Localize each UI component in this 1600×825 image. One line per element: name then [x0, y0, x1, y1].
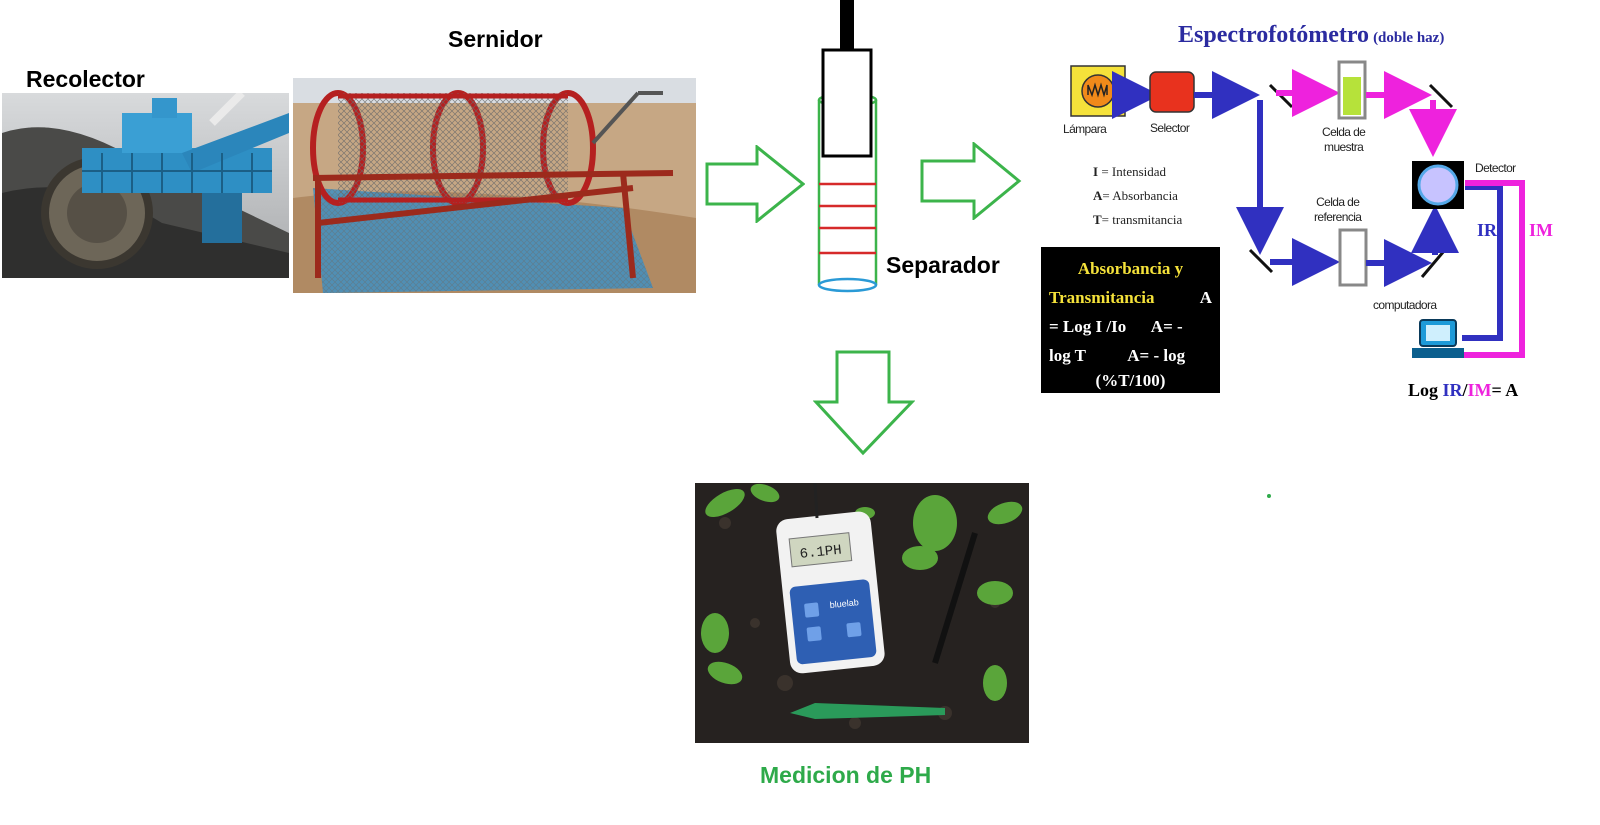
selector-label: Selector [1150, 121, 1190, 135]
separador-label: Separador [886, 252, 1000, 278]
box-line4: (%T/100) [1095, 371, 1166, 390]
log-formula: Log IR/IM= A [1408, 380, 1518, 401]
box-line1: Transmitancia A [1049, 283, 1212, 312]
ph-brand-text: bluelab [829, 597, 859, 610]
detector-label: Detector [1475, 161, 1516, 175]
legend-absorbancia: A= Absorbancia [1093, 188, 1178, 203]
green-dot [1267, 494, 1271, 498]
sernidor-photo [293, 78, 696, 293]
recolector-photo [2, 93, 289, 278]
computadora-label: computadora [1373, 298, 1437, 312]
separador-tube-diagram [817, 0, 878, 293]
legend-intensidad: I = Intensidad [1093, 164, 1167, 179]
celda-muestra-label: Celda de muestra [1322, 125, 1366, 155]
log-formula-post: = A [1491, 380, 1519, 400]
box-heading2: Transmitancia [1049, 288, 1155, 307]
lampara-label: Lámpara [1063, 122, 1107, 136]
im-label: IM [1529, 220, 1553, 240]
sernidor-label: Sernidor [448, 26, 543, 52]
celda-ref-line2: referencia [1314, 210, 1362, 224]
absorbancia-box: Absorbancia y Transmitancia A = Log I /I… [1041, 247, 1220, 393]
spectro-title-main: Espectrofotómetro [1178, 22, 1370, 48]
box-line3: log T A= - log [1049, 346, 1186, 365]
spectrophotometer-diagram [1070, 60, 1525, 358]
celda-referencia-label: Celda de referencia [1314, 195, 1362, 225]
spectro-legend: I = Intensidad A= Absorbancia T= transmi… [1093, 160, 1182, 232]
log-formula-im: IM [1467, 380, 1492, 400]
log-formula-ir: IR [1442, 380, 1463, 400]
spectro-title-sub: (doble haz) [1373, 30, 1445, 46]
celda-muestra-line1: Celda de [1322, 125, 1366, 139]
box-line2: = Log I /Io A= - [1049, 317, 1183, 336]
arrow-down-icon [813, 350, 915, 456]
box-heading1: Absorbancia y [1077, 259, 1184, 278]
log-formula-slash: / [1462, 380, 1468, 400]
recolector-label: Recolector [26, 66, 145, 92]
ph-display-text: 6.1PH [799, 543, 842, 563]
box-line1-tail: A [1199, 288, 1212, 307]
arrow-right-2-icon [920, 142, 1022, 220]
celda-muestra-line2: muestra [1324, 140, 1364, 154]
spectro-title: Espectrofotómetro (doble haz) [1178, 22, 1444, 49]
celda-ref-line1: Celda de [1316, 195, 1360, 209]
legend-transmitancia: T= transmitancia [1093, 212, 1183, 227]
ph-label: Medicion de PH [760, 762, 932, 788]
log-formula-pre: Log [1408, 380, 1443, 400]
ir-label: IR [1477, 220, 1498, 240]
arrow-right-1-icon [705, 145, 805, 223]
ph-meter-photo: 6.1PH bluelab [695, 483, 1029, 743]
